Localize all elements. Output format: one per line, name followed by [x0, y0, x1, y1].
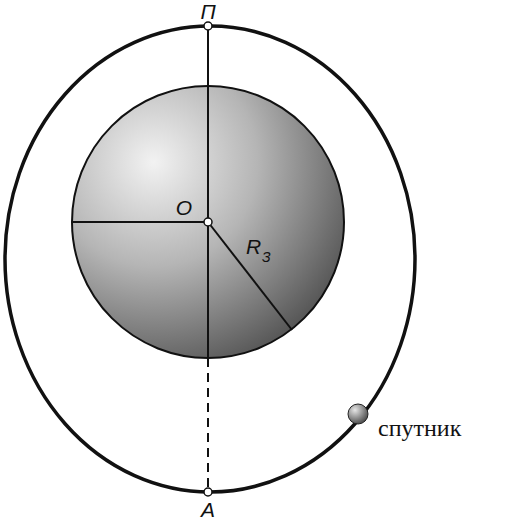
- axis-line: [207, 26, 209, 358]
- perigee-point: [204, 22, 212, 30]
- center-label: О: [176, 197, 192, 218]
- radius-label: R: [246, 236, 261, 257]
- perigee-label: П: [200, 1, 215, 22]
- radius-subscript: З: [262, 250, 271, 264]
- apogee-label: А: [201, 499, 215, 520]
- axis-dashed: [207, 358, 209, 492]
- apogee-point: [204, 488, 212, 496]
- orbit-ellipse: [5, 26, 415, 492]
- satellite-label: спутник: [378, 416, 461, 440]
- radius-line: [208, 222, 292, 330]
- center-point: [204, 218, 212, 226]
- satellite-ball: [348, 404, 368, 424]
- radius-line: [72, 221, 208, 223]
